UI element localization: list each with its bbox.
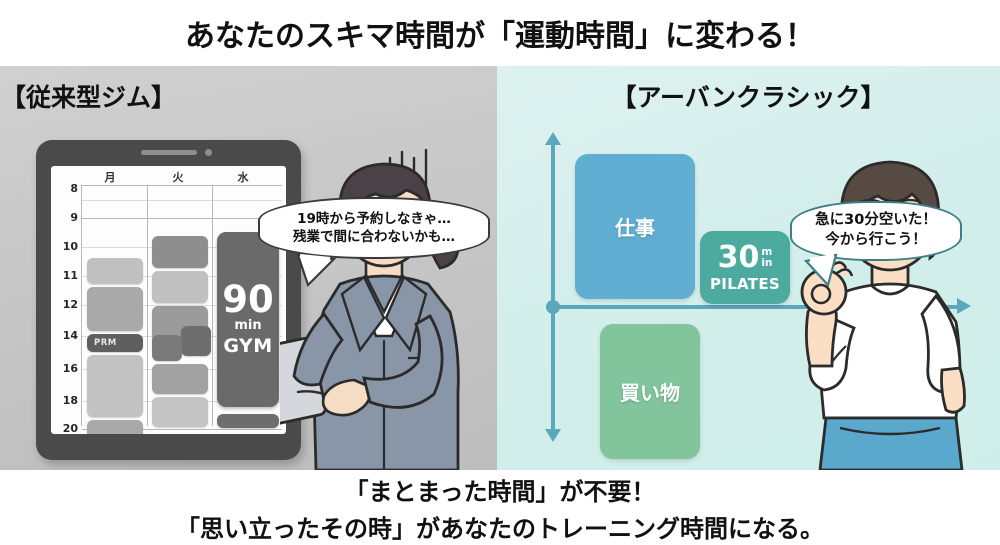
- speech-bubble-right-line1: 急に30分空いた！: [815, 212, 937, 229]
- main-title: あなたのスキマ時間が「運動時間」に変わる！: [185, 19, 815, 54]
- calendar-event: [87, 258, 143, 284]
- tablet-device: 月 火 水 8 9 10 11 12 14 16 18 20: [36, 140, 301, 460]
- speech-bubble-left-line2: 残業で間に合わないかも…: [293, 229, 455, 245]
- calendar-event-gym: 90 min GYM: [217, 232, 279, 407]
- calendar-event: [152, 364, 208, 394]
- gym-label: GYM: [223, 335, 273, 358]
- pilates-duration-badge: 30 m in PILATES: [700, 231, 790, 304]
- character-happy-woman: [780, 140, 1000, 470]
- calendar-grid: PRM: [81, 185, 282, 434]
- tablet-screen: 月 火 水 8 9 10 11 12 14 16 18 20: [51, 166, 286, 434]
- pilates-duration-unit: m in: [761, 247, 772, 268]
- pilates-unit-bottom: in: [761, 256, 773, 269]
- comparison-panels: 【従来型ジム】 月 火 水 8 9 10 11: [0, 66, 1000, 470]
- calendar-day-header: 火: [172, 171, 184, 184]
- calendar-day-header: 水: [237, 171, 249, 184]
- calendar-event: [181, 326, 211, 356]
- axis-origin-dot: [546, 300, 560, 314]
- pilates-duration-row: 30 m in: [717, 239, 773, 275]
- calendar-event: [87, 355, 143, 417]
- tablet-speaker-icon: [140, 150, 197, 155]
- bottom-caption: 「まとまった時間」が不要！ 「思い立ったその時」があなたのトレーニング時間になる…: [0, 470, 1000, 545]
- calendar-hour-label: 11: [62, 269, 78, 282]
- caption-line-2: 「思い立ったその時」があなたのトレーニング時間になる。: [176, 514, 824, 543]
- calendar-hour-label: 12: [62, 298, 78, 311]
- timeline-vertical-axis: [551, 142, 555, 432]
- calendar-event: [87, 420, 143, 434]
- calendar-event: [152, 236, 208, 268]
- calendar-hour-label: 18: [62, 394, 78, 407]
- gym-duration-number: 90: [222, 277, 274, 321]
- axis-arrow-up-icon: [545, 132, 561, 145]
- timeline-horizontal-axis: [551, 305, 961, 309]
- calendar-event: [87, 287, 143, 331]
- tablet-camera-icon: [204, 149, 212, 156]
- speech-bubble-right-line2: 今から行こう！: [825, 232, 927, 248]
- calendar-hour-label: 14: [62, 329, 78, 342]
- right-panel-heading: 【アーバンクラシック】: [611, 83, 886, 112]
- calendar-event-prm: PRM: [87, 334, 143, 352]
- axis-arrow-right-icon: [957, 298, 971, 314]
- calendar-hour-label: 16: [62, 362, 78, 375]
- speech-bubble-right: 急に30分空いた！ 今から行こう！: [790, 201, 962, 288]
- calendar-hour-label: 20: [62, 422, 78, 434]
- speech-bubble-left-tail: [296, 253, 337, 288]
- calendar-hour-label: 10: [62, 240, 78, 253]
- panel-traditional-gym: 【従来型ジム】 月 火 水 8 9 10 11: [0, 66, 497, 470]
- caption-line-1: 「まとまった時間」が不要！: [344, 477, 656, 506]
- left-panel-heading: 【従来型ジム】: [0, 83, 176, 112]
- calendar-event: [152, 335, 182, 361]
- task-box-work: 仕事: [575, 154, 695, 299]
- character-stressed-businesswoman: [208, 144, 497, 470]
- panel-urban-classic: 【アーバンクラシック】 仕事 買い物 30 m in PILATE: [497, 66, 1000, 470]
- calendar-event: [152, 397, 208, 427]
- calendar-event: [217, 414, 279, 428]
- speech-bubble-left: 19時から予約しなきゃ… 残業で間に合わないかも…: [258, 197, 490, 288]
- axis-arrow-down-icon: [545, 429, 561, 442]
- gym-duration-unit: min: [234, 318, 262, 334]
- calendar-widget: 月 火 水 8 9 10 11 12 14 16 18 20: [51, 166, 286, 434]
- calendar-hour-label: 9: [70, 211, 78, 224]
- calendar-hour-label: 8: [70, 182, 78, 195]
- pilates-duration-number: 30: [717, 239, 760, 275]
- task-box-shopping: 買い物: [600, 324, 700, 459]
- calendar-day-header: 月: [104, 171, 116, 184]
- speech-bubble-right-tail: [803, 253, 838, 288]
- pilates-label: PILATES: [710, 274, 780, 293]
- pilates-unit-top: m: [761, 246, 773, 258]
- speech-bubble-left-line1: 19時から予約しなきゃ…: [297, 210, 451, 227]
- main-title-bar: あなたのスキマ時間が「運動時間」に変わる！: [0, 0, 1000, 66]
- calendar-event: [152, 271, 208, 303]
